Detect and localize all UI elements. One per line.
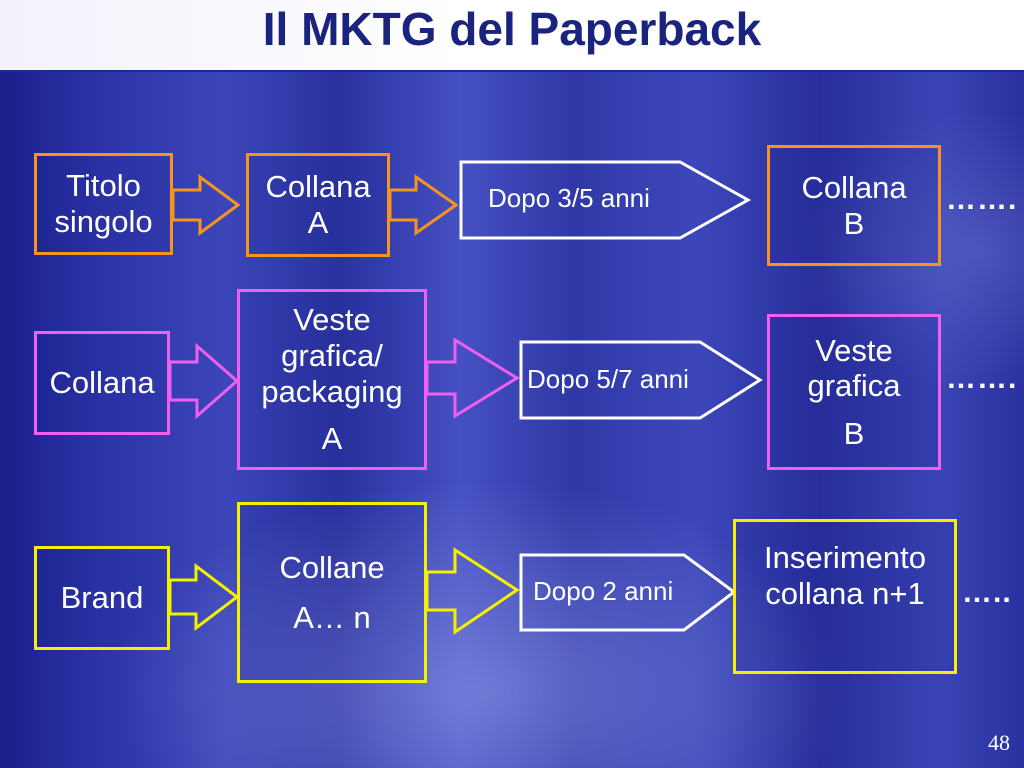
box-veste-grafica-a: Veste grafica/ packaging A	[237, 289, 427, 470]
row1-time-label: Dopo 3/5 anni	[488, 183, 650, 213]
row3-arrow-1	[168, 562, 240, 632]
row3-time-arrow	[519, 553, 737, 632]
box-collane-a-n: Collane A… n	[237, 502, 427, 683]
box-line: Veste	[815, 332, 893, 368]
box-collana-b: Collana B	[767, 145, 941, 266]
box-line: B	[843, 205, 865, 241]
row3-time-label: Dopo 2 anni	[533, 576, 674, 606]
box-line: Brand	[60, 580, 144, 616]
row1-arrow-2	[388, 174, 459, 236]
page-number: 48	[988, 730, 1010, 755]
row3-continuation-dots: …..	[962, 576, 1012, 609]
box-line: Collana	[801, 169, 907, 205]
row3-arrow-2	[425, 547, 520, 635]
row2-time-label: Dopo 5/7 anni	[527, 364, 689, 394]
box-line: grafica/	[281, 337, 383, 373]
box-line: B	[843, 415, 865, 451]
row2-arrow-1	[168, 342, 240, 420]
title-bar: Il MKTG del Paperback	[0, 0, 1024, 72]
box-line: A	[321, 421, 343, 457]
box-line: Collane	[279, 549, 385, 585]
row1-time-arrow	[459, 160, 752, 240]
row2-time-arrow	[519, 340, 763, 420]
box-collana-a: Collana A	[246, 153, 390, 257]
box-line: collana n+1	[765, 575, 925, 611]
row2-arrow-2	[425, 337, 520, 419]
box-line: packaging	[261, 373, 403, 409]
box-line: Veste	[293, 302, 371, 338]
slide-title: Il MKTG del Paperback	[262, 3, 762, 55]
box-line: grafica	[807, 368, 901, 404]
box-titolo-singolo: Titolo singolo	[34, 153, 173, 255]
box-line: Collana	[265, 169, 371, 205]
box-veste-grafica-b: Veste grafica B	[767, 314, 941, 470]
row1-continuation-dots: …….	[946, 183, 1018, 216]
box-line: Inserimento	[764, 540, 926, 575]
box-brand: Brand	[34, 546, 170, 650]
row1-arrow-1	[171, 174, 241, 236]
row2-continuation-dots: …….	[946, 362, 1018, 395]
box-line: Collana	[49, 365, 155, 401]
box-line: A	[307, 205, 329, 240]
box-line: Titolo	[66, 168, 141, 204]
box-inserimento-collana: Inserimento collana n+1	[733, 519, 957, 674]
box-line: singolo	[54, 204, 153, 239]
box-line: A… n	[293, 599, 371, 635]
box-collana: Collana	[34, 331, 170, 435]
